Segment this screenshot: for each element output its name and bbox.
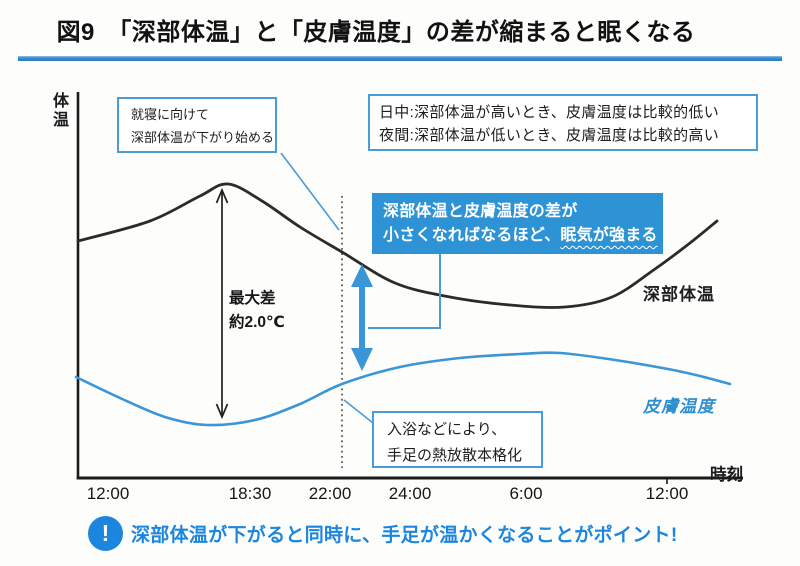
highlight-text-line1: 深部体温と皮膚温度の差が — [383, 203, 578, 220]
annotation-text: 深部体温が下がり始める — [131, 129, 275, 145]
highlight-text-line2: 小さくなればなるほど、眠気が強まる — [383, 224, 663, 248]
core-curve-label: 深部体温 — [643, 285, 715, 304]
max-diff-arrow — [215, 187, 229, 420]
annotation-text: 夜間:深部体温が低いとき、皮膚温度は比較的高い — [379, 127, 720, 145]
annotation-box-bath: 入浴などにより、 手足の熱放散本格化 — [372, 411, 543, 468]
max-diff-line1: 最大差 — [229, 290, 276, 307]
annotation-box-bedtime: 就寝に向けて 深部体温が下がり始める — [117, 97, 277, 153]
highlight-text-prefix: 小さくなればなるほど、 — [383, 227, 561, 244]
highlight-box-connector — [368, 254, 441, 329]
figure-title: 図9 「深部体温」と「皮膚温度」の差が縮まると眠くなる — [56, 19, 696, 46]
x-tick-label: 12:00 — [86, 484, 130, 503]
x-tick-label: 22:00 — [308, 484, 352, 503]
x-tick-label: 6:00 — [509, 484, 543, 503]
x-tick-label: 12:00 — [645, 484, 689, 503]
annotation-box-daynight: 日中:深部体温が高いとき、皮膚温度は比較的低い 夜間:深部体温が低いとき、皮膚温… — [368, 94, 758, 151]
annotation-text: 入浴などにより、 — [387, 421, 507, 438]
x-axis-label: 時刻 — [710, 466, 743, 484]
bedtime-box-pointer — [280, 152, 340, 231]
core-temperature-curve — [76, 182, 719, 309]
title-underline — [18, 56, 782, 61]
annotation-text: 手足の熱放散本格化 — [387, 447, 523, 465]
temp-gap-arrow — [351, 264, 373, 371]
skin-temperature-curve — [74, 351, 732, 427]
x-tick-label: 18:30 — [228, 484, 272, 503]
highlight-box: 深部体温と皮膚温度の差が 小さくなればなるほど、眠気が強まる — [372, 193, 663, 254]
annotation-text: 就寝に向けて — [131, 107, 210, 122]
annotation-text: 日中:深部体温が高いとき、皮膚温度は比較的低い — [379, 104, 720, 121]
skin-curve-label: 皮膚温度 — [643, 397, 715, 416]
x-tick-label: 24:00 — [388, 484, 432, 503]
max-diff-label: 最大差 約2.0℃ — [229, 287, 285, 335]
max-diff-line2: 約2.0℃ — [229, 314, 285, 332]
y-axis-label: 体温 — [50, 92, 67, 130]
highlight-emphasis: 眠気が強まる — [560, 227, 658, 244]
bath-box-pointer — [343, 399, 374, 424]
footer-note-text: 深部体温が下がると同時に、手足が温かくなることがポイント! — [131, 525, 678, 546]
exclamation-icon: ! — [88, 516, 123, 551]
